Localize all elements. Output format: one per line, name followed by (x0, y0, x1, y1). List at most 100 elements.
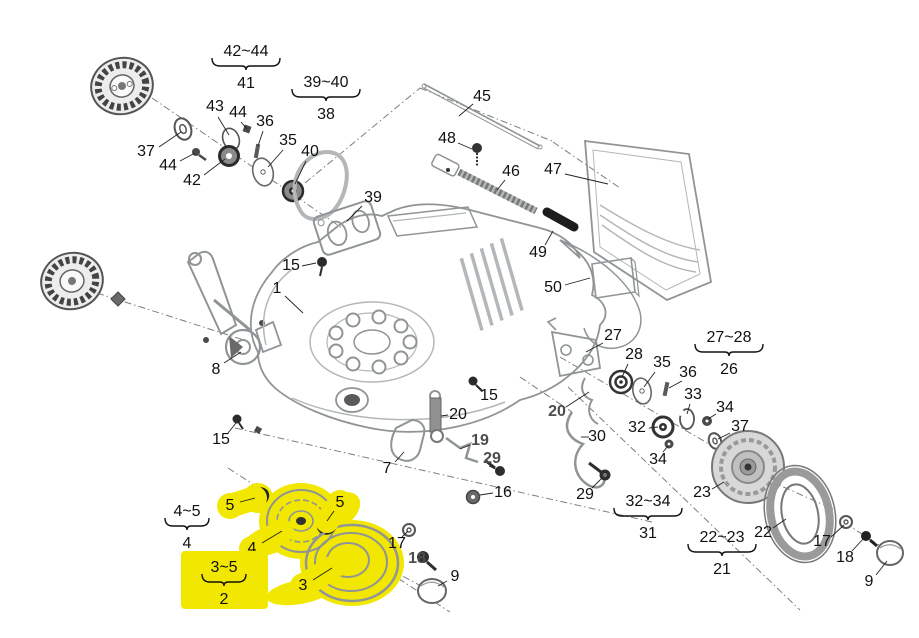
part-callout-44[interactable]: 44 (229, 104, 248, 130)
part-callout-5[interactable]: 5 (217, 486, 267, 519)
part-number-label: 22 (754, 524, 772, 541)
leader-line (257, 130, 264, 147)
part-callout-29[interactable]: 29 (483, 450, 501, 472)
part-callout-39[interactable]: 39 (346, 189, 382, 222)
leader-line (312, 567, 333, 581)
bracket-20b (581, 377, 599, 425)
part-callout-34[interactable]: 34 (649, 445, 669, 468)
part-callout-15[interactable]: 15 (282, 257, 317, 274)
bolt-18a (417, 551, 437, 572)
part-callout-1[interactable]: 1 (273, 280, 304, 314)
group-label-26[interactable]: 27~28 26 (694, 329, 764, 378)
part-number-label: 36 (679, 364, 697, 381)
part-callout-40[interactable]: 40 (294, 143, 319, 185)
part-callout-27[interactable]: 27 (585, 327, 622, 353)
part-callout-17[interactable]: 17 (388, 530, 409, 552)
part-callout-36[interactable]: 36 (256, 113, 274, 147)
part-number-label: 37 (731, 418, 749, 435)
part-callout-20[interactable]: 20 (440, 406, 467, 423)
part-number-label: 17 (813, 533, 831, 550)
part-callout-16[interactable]: 16 (479, 484, 512, 501)
leader-line (711, 481, 725, 490)
group-range-label: 27~28 (707, 329, 752, 346)
part-callout-37[interactable]: 37 (137, 131, 182, 160)
part-callout-43[interactable]: 43 (206, 98, 230, 136)
bracket-39 (312, 200, 382, 256)
part-callout-37[interactable]: 37 (717, 418, 749, 440)
highlight-box (181, 551, 268, 609)
part-callout-9[interactable]: 9 (865, 560, 888, 590)
part-callout-47[interactable]: 47 (544, 161, 609, 185)
leader-line (261, 530, 283, 544)
part-callout-8[interactable]: 8 (212, 351, 242, 378)
group-label-4[interactable]: 4~54 (164, 503, 210, 552)
part-callout-35[interactable]: 35 (267, 132, 297, 168)
part-callout-15[interactable]: 15 (212, 422, 237, 448)
group-number-label: 26 (720, 361, 738, 378)
part-number-label: 29 (483, 450, 501, 467)
part-callout-42[interactable]: 42 (183, 158, 226, 189)
part-callout-45[interactable]: 45 (458, 88, 491, 117)
leader-line (437, 580, 448, 587)
part-callout-36[interactable]: 36 (668, 364, 697, 389)
part-callout-22[interactable]: 22 (754, 518, 787, 541)
leader-line (585, 342, 604, 353)
leader-line (544, 230, 554, 246)
part-callout-17[interactable]: 17 (813, 524, 845, 550)
leader-line (401, 530, 409, 538)
part-callout-30[interactable]: 30 (581, 428, 606, 445)
part-callout-23[interactable]: 23 (693, 481, 725, 501)
part-callout-48[interactable]: 48 (438, 130, 473, 150)
part-callout-15[interactable]: 15 (474, 383, 498, 404)
leader-line (458, 103, 474, 117)
group-label-2[interactable]: 3~52 (181, 551, 268, 609)
part-callout-18[interactable]: 18 (836, 538, 864, 566)
part-number-label: 48 (438, 130, 456, 147)
part-number-label: 36 (256, 113, 274, 130)
part-callout-20[interactable]: 20 (548, 391, 590, 420)
part-callout-9[interactable]: 9 (437, 568, 460, 587)
washer-37b (707, 432, 723, 450)
part-callout-44[interactable]: 44 (159, 152, 196, 174)
wheel-hub-23 (711, 430, 785, 504)
part-callout-49[interactable]: 49 (529, 230, 554, 261)
part-callout-46[interactable]: 46 (496, 163, 520, 191)
disc-35 (251, 157, 275, 187)
part-number-label: 37 (137, 143, 155, 160)
leader-line (223, 351, 242, 364)
housing-3[interactable] (304, 523, 400, 603)
part-callout-28[interactable]: 28 (621, 346, 643, 378)
part-callout-19[interactable]: 19 (459, 432, 489, 450)
part-callout-34[interactable]: 34 (707, 399, 734, 420)
leader-line (267, 149, 284, 168)
part-callout-50[interactable]: 50 (544, 277, 591, 296)
leader-line (326, 510, 335, 522)
leader-line (662, 445, 669, 453)
leader-line (668, 380, 683, 389)
leader-line (284, 295, 304, 314)
bearing-28 (608, 369, 634, 395)
part-callout-18[interactable]: 18 (408, 550, 426, 567)
group-number-label: 41 (237, 75, 255, 92)
leader-line (830, 524, 845, 538)
part-callout-35[interactable]: 35 (643, 354, 671, 388)
rear-wheel (40, 251, 104, 311)
part-callout-33[interactable]: 33 (684, 386, 702, 415)
part-callout-5[interactable]: 5 (315, 490, 353, 533)
leader-line (875, 560, 888, 576)
part-number-label: 46 (502, 163, 520, 180)
part-callout-7[interactable]: 7 (383, 451, 405, 477)
part-callout-32[interactable]: 32 (628, 419, 659, 436)
part-number-label: 9 (865, 573, 874, 590)
leader-line (496, 179, 506, 191)
part-callout-3[interactable]: 3 (290, 556, 344, 599)
part-number-label: 15 (212, 431, 230, 448)
part-number-label: 18 (408, 550, 426, 567)
underbrace (211, 57, 281, 71)
part-callout-29[interactable]: 29 (576, 477, 603, 503)
